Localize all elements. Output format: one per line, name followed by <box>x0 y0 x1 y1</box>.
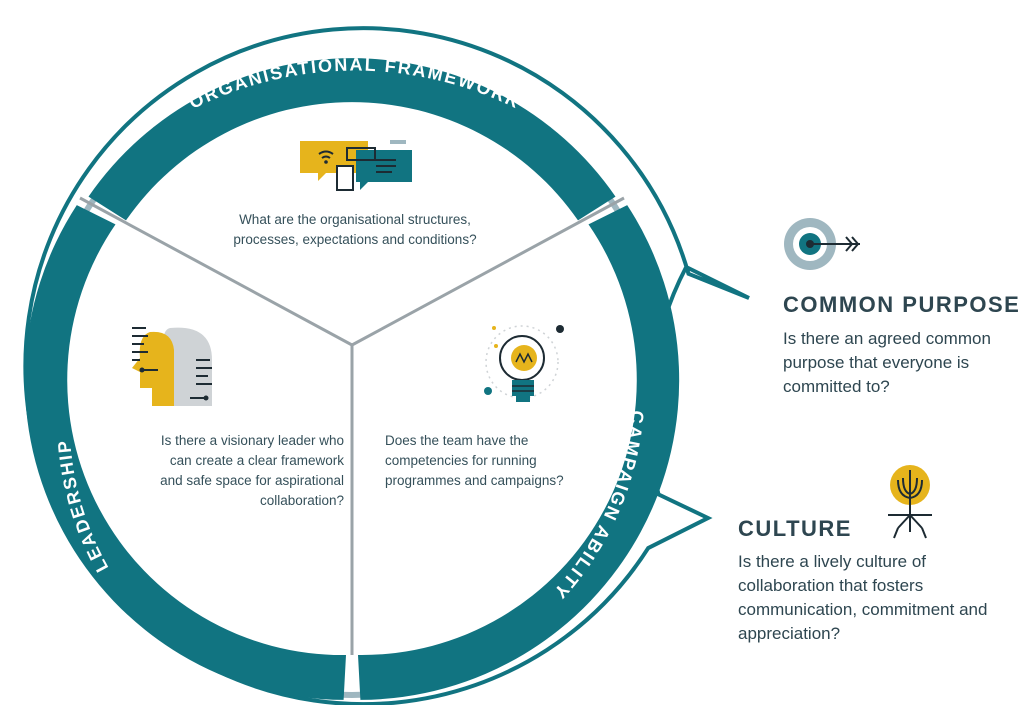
chat-bubbles-icon <box>300 140 412 191</box>
segment-right-text: Does the team have the competencies for … <box>385 433 564 488</box>
common-purpose-text: Is there an agreed common purpose that e… <box>783 329 991 396</box>
segment-right-arc <box>358 205 680 700</box>
segment-left-arc <box>24 205 346 700</box>
segment-top-text: What are the organisational structures, … <box>233 212 477 247</box>
head-profile-icon <box>132 327 212 406</box>
tree-roots-icon <box>888 465 932 539</box>
segment-dividers <box>79 196 625 655</box>
culture-title: CULTURE <box>738 516 852 541</box>
segment-top-arc <box>88 58 616 221</box>
culture-text: Is there a lively culture of collaborati… <box>738 552 988 643</box>
lightbulb-icon <box>484 325 564 402</box>
common-purpose-title: COMMON PURPOSE <box>783 292 1021 317</box>
target-arrow-icon <box>784 218 860 270</box>
segment-ring <box>24 58 680 700</box>
segment-left-text: Is there a visionary leader who can crea… <box>160 433 344 508</box>
